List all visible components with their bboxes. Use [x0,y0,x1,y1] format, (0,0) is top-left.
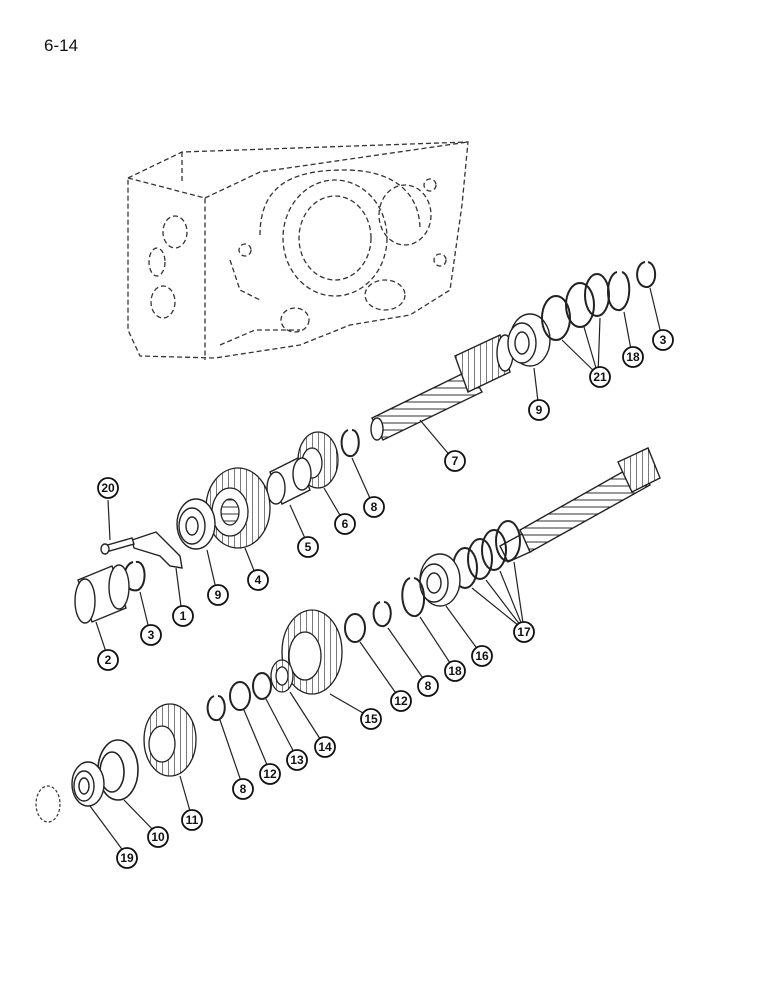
svg-text:4: 4 [255,573,262,587]
svg-text:15: 15 [364,712,378,726]
callout-2[interactable]: 2 [97,649,119,671]
callout-6[interactable]: 6 [334,513,356,535]
callout-10[interactable]: 10 [147,826,169,848]
callout-12-left[interactable]: 12 [259,763,281,785]
callout-21[interactable]: 21 [589,366,611,388]
gear-4 [205,467,271,549]
page-number: 6-14 [44,36,79,55]
bolt-20 [100,537,135,555]
svg-text:6: 6 [342,517,349,531]
svg-text:3: 3 [148,628,155,642]
gear-11 [143,703,197,777]
callout-19[interactable]: 19 [116,847,138,869]
svg-text:5: 5 [305,540,312,554]
svg-text:1: 1 [180,609,187,623]
bearing-16 [419,553,461,607]
callout-14[interactable]: 14 [314,736,336,758]
callout-4[interactable]: 4 [247,569,269,591]
svg-text:9: 9 [536,403,543,417]
svg-text:12: 12 [394,694,408,708]
svg-text:17: 17 [517,625,531,639]
callout-9-middle[interactable]: 9 [207,584,229,606]
callout-7[interactable]: 7 [444,450,466,472]
callout-12-right[interactable]: 12 [390,690,412,712]
bearing-19 [71,761,105,807]
svg-text:14: 14 [318,740,332,754]
svg-text:16: 16 [475,649,489,663]
svg-text:8: 8 [240,782,247,796]
svg-text:20: 20 [101,481,115,495]
callout-8-lower-right[interactable]: 8 [417,675,439,697]
washer-13 [252,672,272,700]
upper-shaft [370,334,514,441]
snap-ring-lower-left [206,695,226,722]
callout-8-lower-left[interactable]: 8 [232,778,254,800]
svg-text:10: 10 [151,830,165,844]
svg-text:13: 13 [290,753,304,767]
sleeve-5 [266,457,312,505]
snap-ring-upper [607,271,631,311]
snap-ring-lower [401,577,425,617]
callout-17[interactable]: 17 [513,621,535,643]
svg-text:2: 2 [105,653,112,667]
callout-1[interactable]: 1 [172,605,194,627]
callout-3-upper[interactable]: 3 [652,329,674,351]
bearing-cup-10 [97,739,139,801]
callout-18-lower[interactable]: 18 [444,660,466,682]
svg-text:9: 9 [215,588,222,602]
svg-text:19: 19 [120,851,134,865]
lower-shaft [499,447,661,563]
svg-text:18: 18 [448,664,462,678]
svg-text:12: 12 [263,767,277,781]
bush-2 [74,564,130,624]
callout-15[interactable]: 15 [360,708,382,730]
bearing-middle [176,498,216,550]
circlip-upper [636,261,657,289]
callout-18-upper[interactable]: 18 [622,346,644,368]
snap-ring-middle [340,429,360,458]
svg-text:3: 3 [660,333,667,347]
svg-text:7: 7 [452,454,459,468]
callout-9-upper[interactable]: 9 [528,399,550,421]
callout-16[interactable]: 16 [471,645,493,667]
snap-ring-lower-right [372,601,392,628]
transmission-housing [127,141,469,360]
callout-13[interactable]: 13 [286,749,308,771]
callouts: 7 9 21 18 3 8 6 5 4 9 1 20 3 2 17 16 18 … [97,329,674,869]
svg-text:8: 8 [425,679,432,693]
shim-set-upper [541,273,610,341]
callout-3-middle[interactable]: 3 [140,624,162,646]
svg-text:11: 11 [186,813,199,827]
callout-8-middle[interactable]: 8 [363,496,385,518]
callout-11[interactable]: 11 [181,809,203,831]
svg-text:8: 8 [371,500,378,514]
callout-5[interactable]: 5 [297,536,319,558]
washer-12-left [229,681,251,711]
callout-20[interactable]: 20 [97,477,119,499]
bearing-upper [507,313,551,367]
washer-12-right [344,613,366,643]
gear-15 [281,609,343,695]
svg-text:18: 18 [626,350,640,364]
bracket-1 [131,531,183,569]
needle-bearing-14 [270,659,294,693]
dashed-gear-phantom [35,785,61,823]
svg-text:21: 21 [593,370,607,384]
